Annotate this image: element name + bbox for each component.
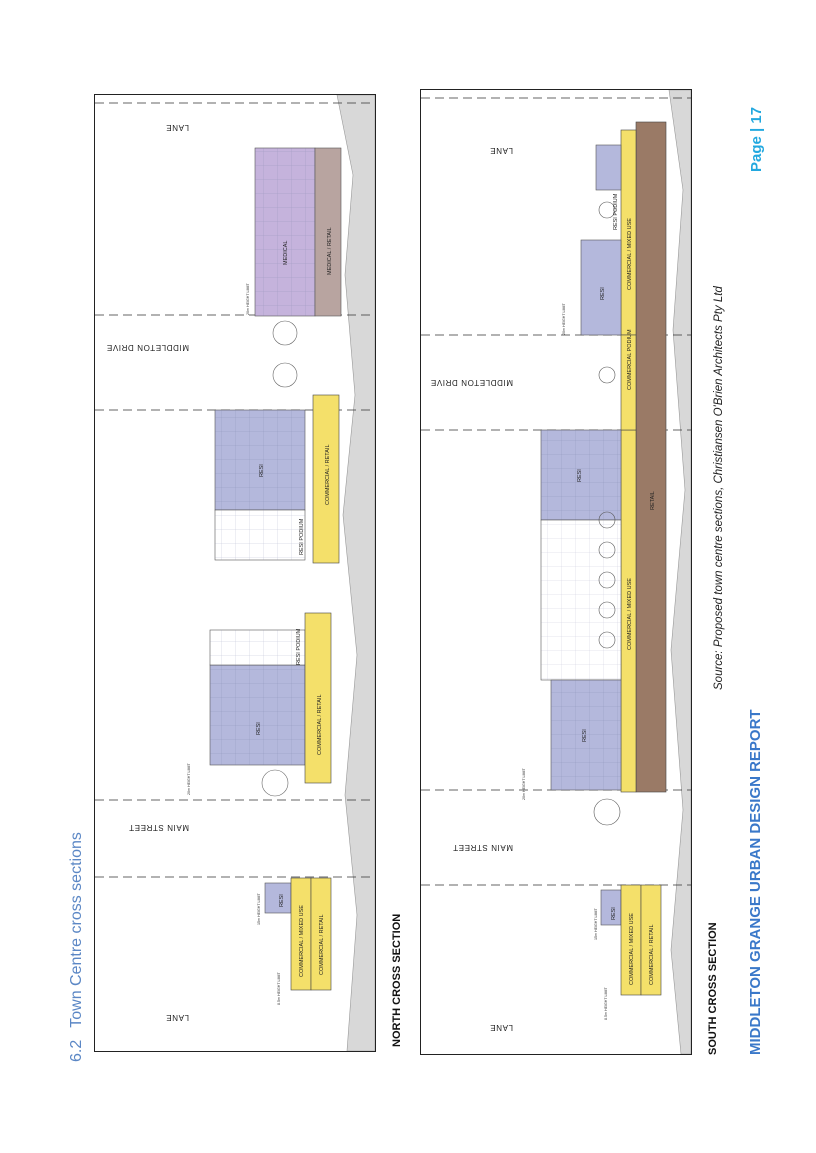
resi-tower-c <box>580 239 622 336</box>
south-section-svg: RETAIL COMMERCIAL / MIXED USE COMMERCIAL… <box>421 90 691 1054</box>
retail-block-b <box>312 394 340 564</box>
street-lane-right: LANE <box>166 123 189 132</box>
street-trees <box>261 320 298 797</box>
label-retail-b: RETAIL <box>650 491 656 510</box>
height-limit-a: 15m HEIGHT LIMIT <box>257 893 261 925</box>
retail-block-a <box>310 877 332 991</box>
label-resi-b: RESI <box>259 464 265 477</box>
resi-block-c2 <box>595 144 622 191</box>
resi-block-a <box>264 882 292 914</box>
retail-block-a <box>640 884 662 996</box>
label-resi-a: RESI <box>279 894 285 907</box>
label-podium-c: RESI PODIUM <box>296 628 302 665</box>
label-podium-c: RESI PODIUM <box>613 193 619 230</box>
label-mixed-a: COMMERCIAL / MIXED USE <box>299 905 305 977</box>
section-number: 6.2 <box>68 1039 85 1062</box>
label-retail-a: COMMERCIAL / RETAIL <box>649 924 655 985</box>
label-podium: COMMERCIAL PODIUM <box>627 329 633 390</box>
street-lane-left: LANE <box>166 1013 189 1022</box>
label-retail-b: COMMERCIAL / RETAIL <box>325 444 331 505</box>
label-mixed-a: COMMERCIAL / MIXED USE <box>629 913 635 985</box>
north-section-label: NORTH CROSS SECTION <box>391 913 403 1047</box>
label-resi-c: RESI <box>600 287 606 300</box>
south-section-label: SOUTH CROSS SECTION <box>707 922 719 1055</box>
street-lane-left: LANE <box>490 1023 513 1032</box>
height-limit-d: 20m HEIGHT LIMIT <box>246 283 250 315</box>
source-caption: Source: Proposed town centre sections, C… <box>713 286 725 690</box>
south-section-drawing: RETAIL COMMERCIAL / MIXED USE COMMERCIAL… <box>420 89 692 1055</box>
street-middleton-drive: MIDDLETON DRIVE <box>106 343 189 352</box>
street-middleton-drive: MIDDLETON DRIVE <box>430 378 513 387</box>
section-heading: 6.2 Town Centre cross sections <box>68 832 86 1062</box>
label-mixed-b: COMMERCIAL / MIXED USE <box>627 578 633 650</box>
label-retail-c: COMMERCIAL / RETAIL <box>317 694 323 755</box>
street-main-street: MAIN STREET <box>129 823 189 832</box>
medical-retail-block <box>314 147 342 317</box>
page-label: Page <box>748 136 765 172</box>
north-section-svg: MEDICAL MEDICAL / RETAIL 20m HEIGHT LIMI… <box>95 95 375 1051</box>
label-podium-b: RESI PODIUM <box>299 518 305 555</box>
height-limit-c: 20m HEIGHT LIMIT <box>187 763 191 795</box>
height-limit-a: 15m HEIGHT LIMIT <box>594 908 598 940</box>
label-retail-a: COMMERCIAL / RETAIL <box>319 914 325 975</box>
height-limit-c: 20m HEIGHT LIMIT <box>522 768 526 800</box>
label-resi-a: RESI <box>611 907 617 920</box>
label-mixed-c: COMMERCIAL / MIXED USE <box>627 218 633 290</box>
height-limit-b: 8.5m HEIGHT LIMIT <box>277 972 281 1005</box>
label-medical: MEDICAL <box>283 241 289 265</box>
north-section-drawing: MEDICAL MEDICAL / RETAIL 20m HEIGHT LIMI… <box>94 94 376 1052</box>
label-medical-retail: MEDICAL / RETAIL <box>327 227 333 275</box>
page-number-value: 17 <box>748 106 765 124</box>
retail-block-c <box>304 612 332 784</box>
section-title: Town Centre cross sections <box>68 832 85 1028</box>
label-resi-b2: RESI <box>582 729 588 742</box>
label-resi-b: RESI <box>577 469 583 482</box>
page-number: Page | 17 <box>748 107 765 172</box>
street-main-street: MAIN STREET <box>453 843 513 852</box>
street-lane-right: LANE <box>490 146 513 155</box>
report-title: MIDDLETON GRANGE URBAN DESIGN REPORT <box>747 709 764 1055</box>
page-separator: | <box>748 127 765 132</box>
street-trees <box>593 201 621 826</box>
height-limit-d: 20m HEIGHT LIMIT <box>562 303 566 335</box>
ground-profile <box>336 95 375 1051</box>
retail-basement <box>635 121 667 793</box>
height-limit-b: 8.5m HEIGHT LIMIT <box>604 987 608 1020</box>
label-resi-c: RESI <box>256 722 262 735</box>
commercial-podium <box>620 334 637 431</box>
ground-profile <box>668 90 691 1054</box>
